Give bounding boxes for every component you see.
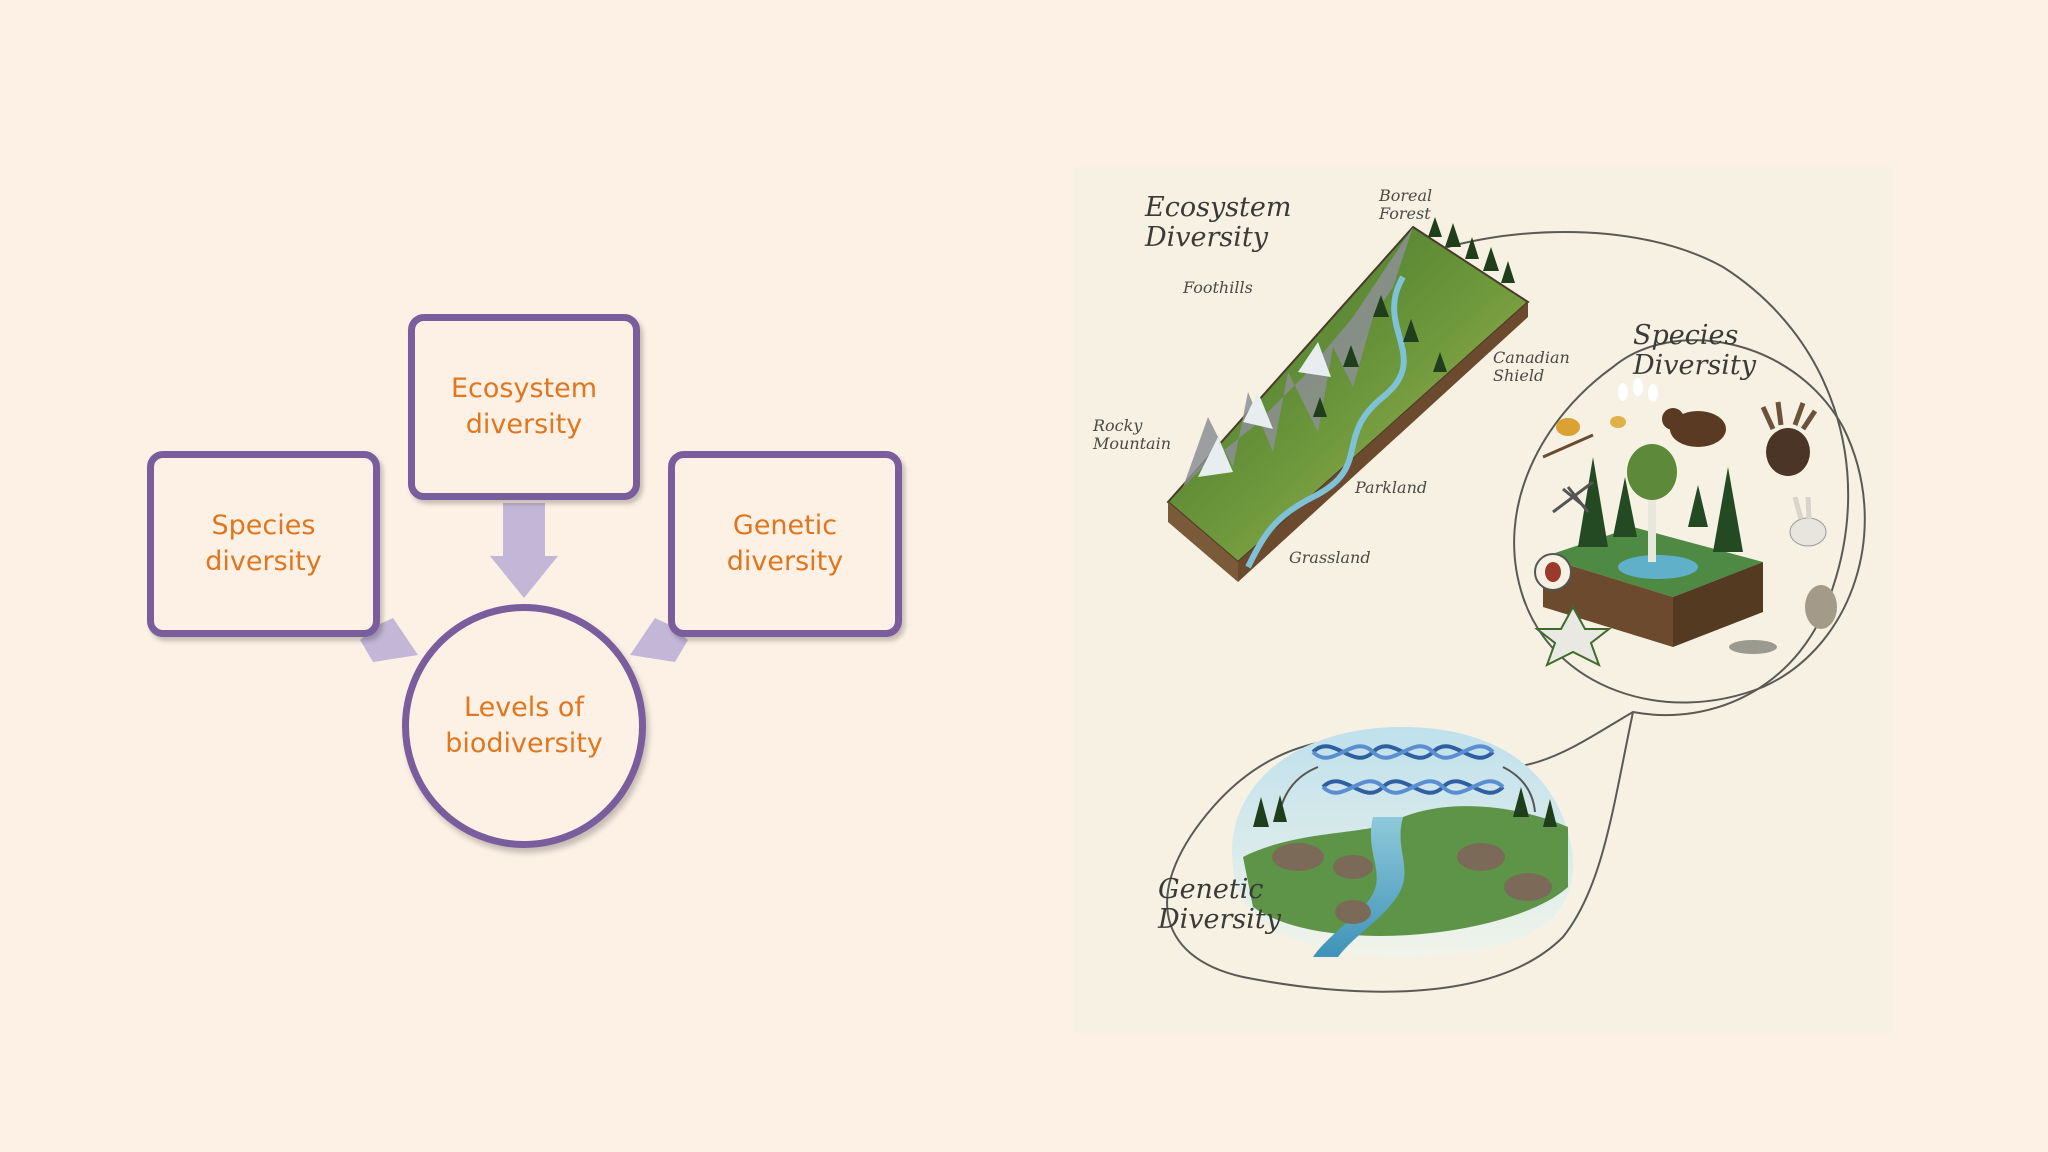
arrow-ecosystem-to-center (490, 503, 558, 598)
moose-icon (1766, 428, 1810, 476)
species-diorama (1534, 378, 1837, 668)
genetic-diversity-box: Genetic diversity (668, 451, 902, 637)
foothills-label: Foothills (1183, 278, 1253, 297)
lily-icon (1618, 378, 1658, 402)
caribou-icon-3 (1457, 843, 1505, 871)
bear-icon (1670, 411, 1726, 447)
trout-icon (1729, 640, 1777, 654)
species-diversity-title: Species Diversity (1633, 320, 1757, 381)
rocky-mountain-label: Rocky Mountain (1093, 416, 1172, 453)
levels-of-biodiversity-label: Levels of biodiversity (445, 692, 603, 759)
biodiversity-illustration: Ecosystem Diversity Species Diversity Ge… (1073, 167, 1893, 1033)
small-bird-icon (1610, 416, 1626, 428)
species-diversity-box: Species diversity (147, 451, 380, 637)
dragonfly-icon (1552, 480, 1594, 514)
species-diversity-label: Species diversity (205, 510, 322, 577)
flower-icon (1534, 604, 1612, 668)
caribou-icon (1272, 843, 1324, 871)
levels-of-biodiversity-circle: Levels of biodiversity (402, 604, 646, 848)
genetic-diversity-label: Genetic diversity (726, 510, 844, 577)
stream (1313, 817, 1405, 957)
boreal-forest-label: Boreal Forest (1379, 186, 1433, 223)
caribou-icon-4 (1504, 873, 1552, 901)
ecosystem-landscape (1166, 217, 1530, 582)
illustration-art (1166, 217, 1866, 993)
ecosystem-diversity-title: Ecosystem Diversity (1145, 192, 1292, 253)
ecosystem-diversity-label: Ecosystem diversity (450, 373, 598, 440)
canadian-shield-label: Canadian Shield (1493, 348, 1570, 385)
caribou-icon-2 (1333, 855, 1373, 879)
ecosystem-diversity-box: Ecosystem diversity (408, 314, 640, 500)
lynx-icon (1805, 585, 1837, 629)
genetic-diversity-title: Genetic Diversity (1158, 874, 1282, 935)
caribou-icon-5 (1335, 900, 1371, 924)
grassland-label: Grassland (1289, 548, 1371, 567)
dna-icon (1311, 744, 1505, 795)
hare-icon (1789, 517, 1827, 547)
bird-icon (1556, 418, 1580, 436)
species-bubble (1513, 339, 1866, 704)
genetic-scene (1232, 727, 1574, 957)
parkland-label: Parkland (1355, 478, 1428, 497)
